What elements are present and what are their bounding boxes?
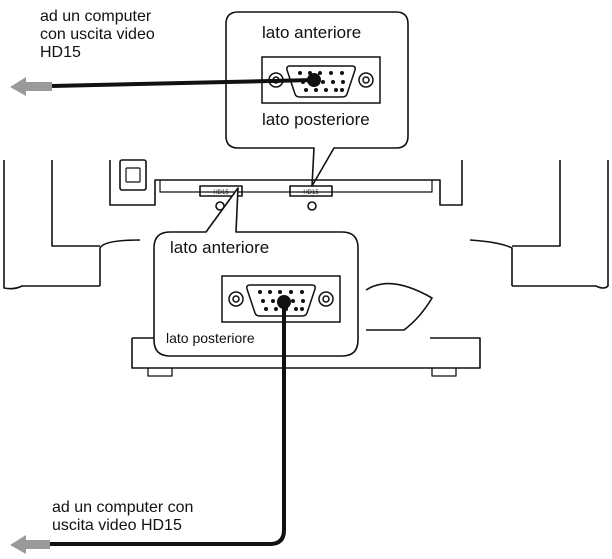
cable-top — [51, 78, 315, 88]
bottom-left-label-line-1: ad un computer con — [52, 499, 194, 516]
arrow-top-left — [10, 77, 52, 96]
connector-panel — [109, 160, 463, 206]
top-left-label-line-2: con uscita video — [40, 25, 155, 43]
arrow-bottom-left — [10, 535, 50, 554]
bottom-left-label-line-2: uscita video HD15 — [52, 516, 182, 534]
power-socket — [119, 159, 147, 191]
callout-top-bubble — [225, 11, 409, 187]
port-tag-right: HD15 — [303, 190, 319, 196]
top-left-label: ad un computer con uscita video HD15 — [40, 8, 155, 62]
monitor-stand — [99, 239, 513, 331]
port-tab-left — [199, 185, 243, 197]
monitor-shell — [3, 160, 609, 290]
port-tag-left: HD15 — [213, 190, 229, 196]
callout-top-front-label: lato anteriore — [262, 23, 362, 42]
cable-bottom — [50, 302, 286, 546]
callout-bottom-front-label: lato anteriore — [170, 238, 270, 257]
top-left-label-line-1: ad un computer — [40, 8, 152, 25]
port-tab-right — [289, 185, 333, 197]
callout-bottom-back-label: lato posteriore — [166, 330, 255, 346]
bottom-left-label: ad un computer con uscita video HD15 — [52, 499, 193, 535]
monitor-inner-frame — [51, 160, 561, 247]
callout-top-back-label: lato posteriore — [262, 110, 370, 129]
top-left-label-line-3: HD15 — [40, 43, 81, 61]
